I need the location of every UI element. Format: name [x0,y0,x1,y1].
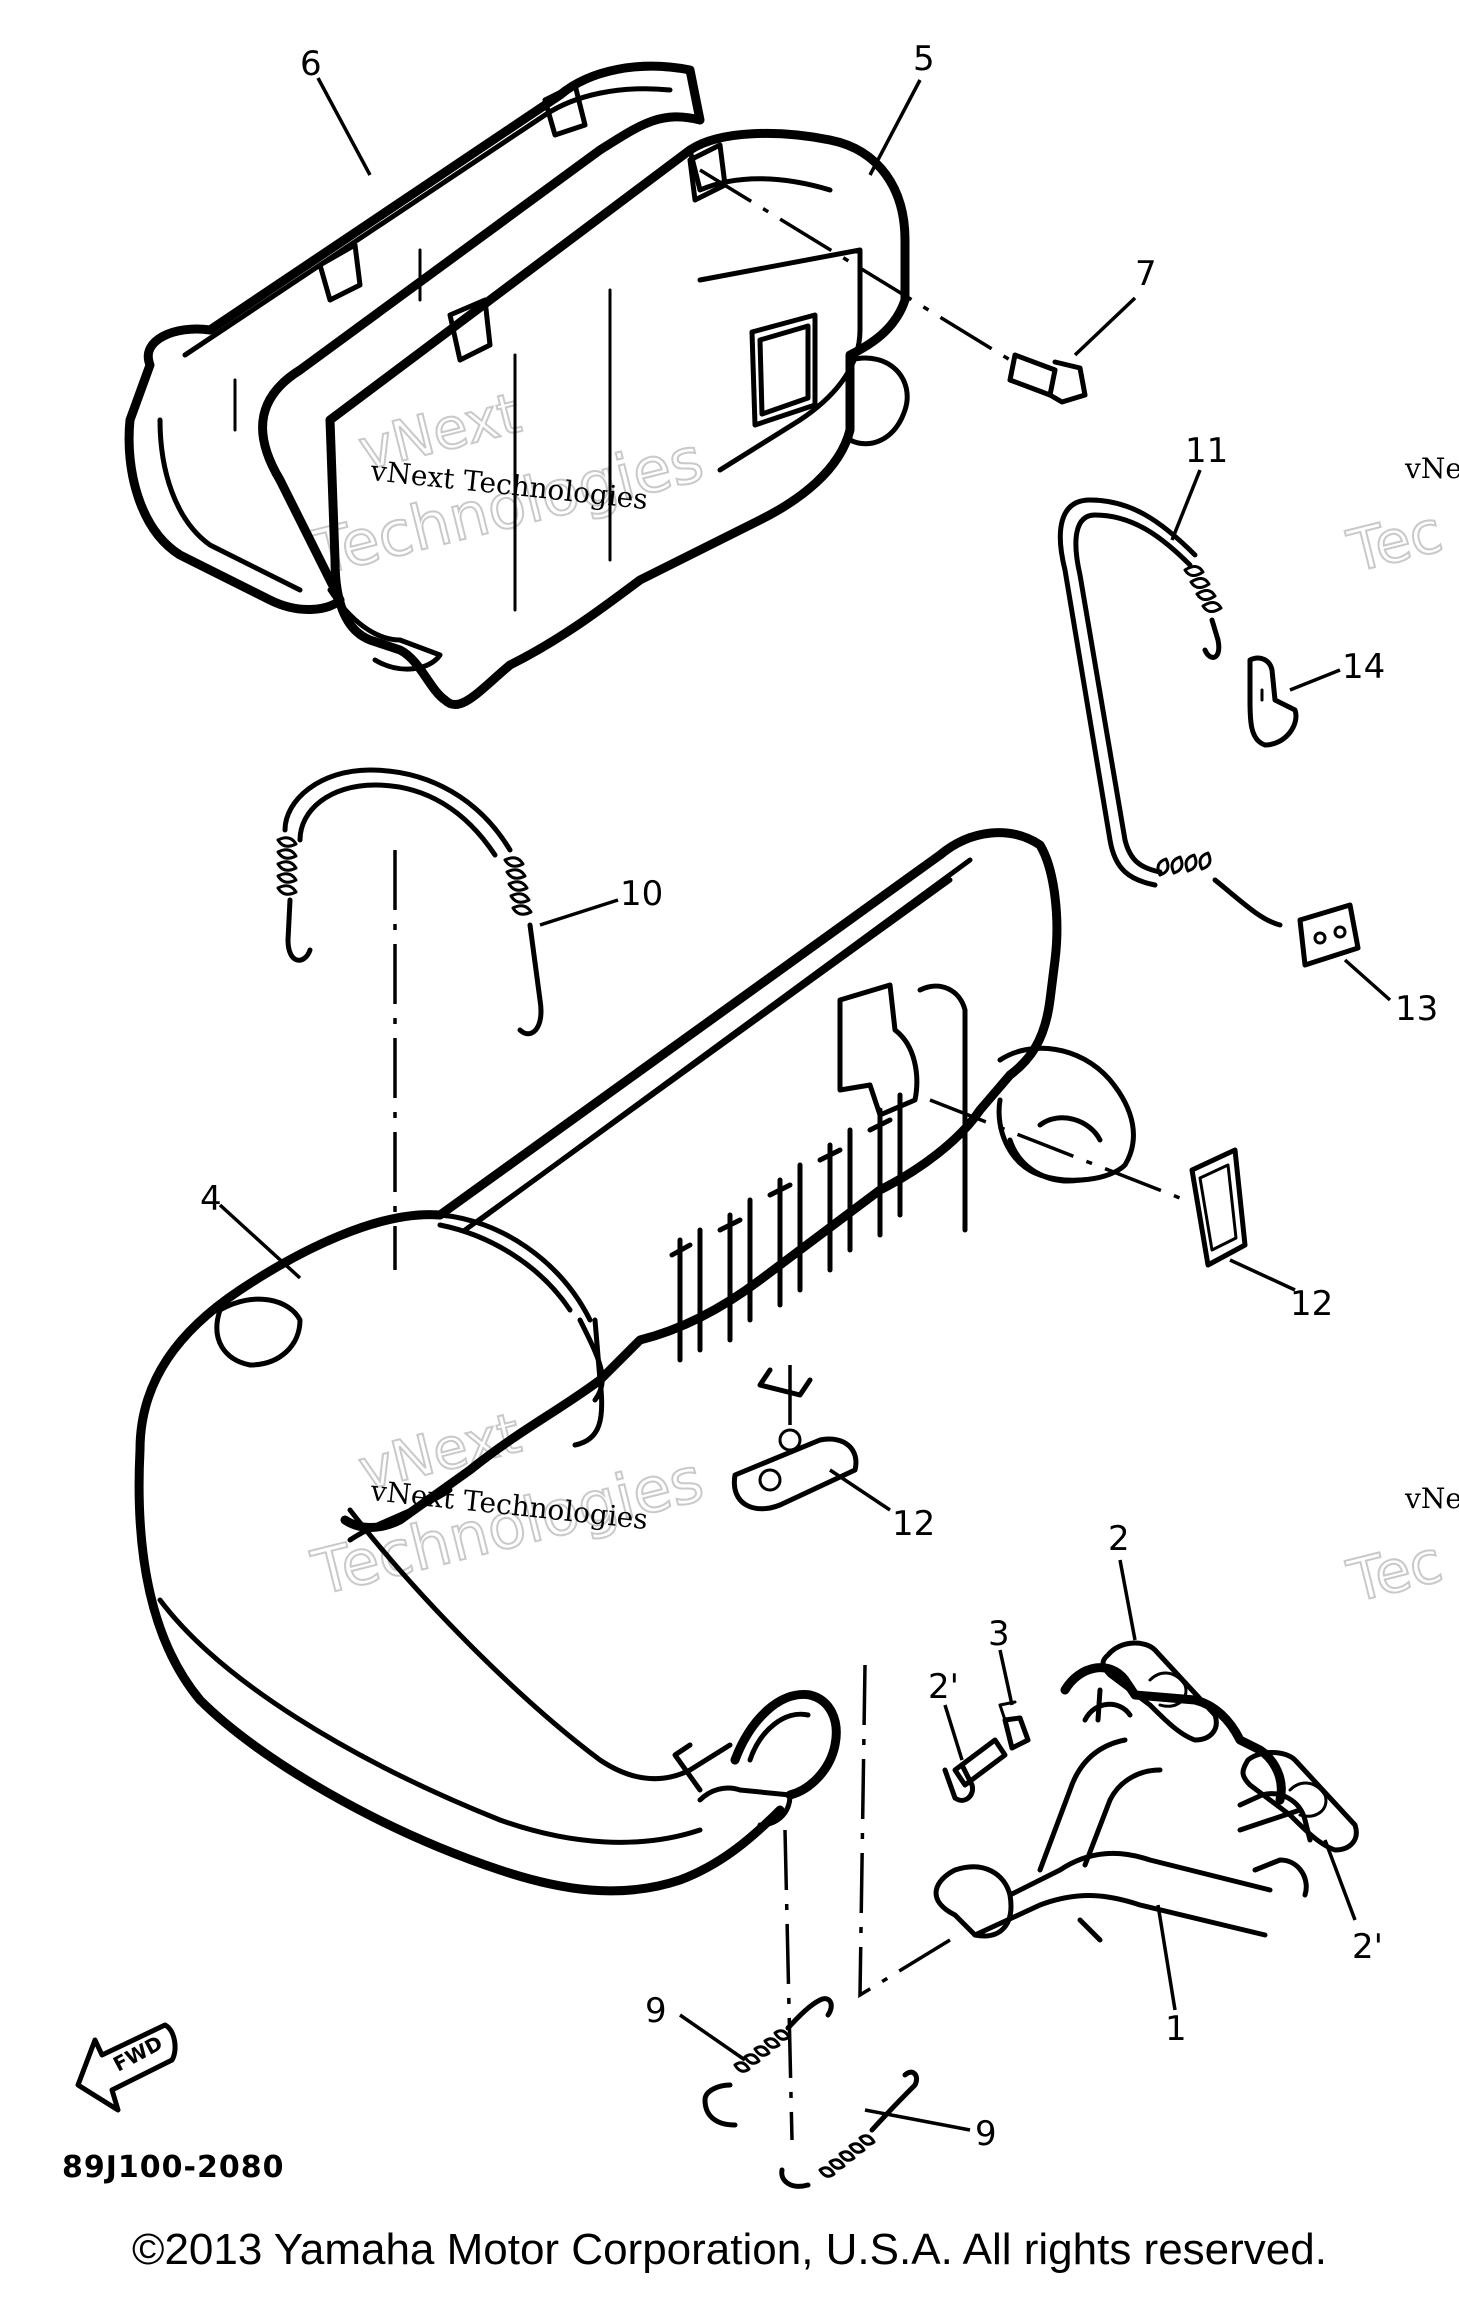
muffler-outlet-flange [672,1664,951,2141]
callout-2: 2 [1108,1519,1130,1559]
callout-9a: 9 [645,1991,667,2031]
bolt-part-3 [942,1737,1008,1803]
watermark-upper: vNext Technologies vNext Technologies vN… [304,380,1459,591]
watermark-edge-big: Tec [1341,497,1449,586]
bracket-part-14 [1247,655,1299,748]
diagram-code: 89J100-2080 [62,2150,284,2185]
callout-11: 11 [1185,431,1228,471]
callout-13: 13 [1395,989,1438,1029]
nut-part-4 [998,1700,1031,1751]
callout-14: 14 [1342,647,1385,687]
spring-part-9b [779,2069,920,2189]
gasket-part-12a [1189,1147,1248,1268]
watermark-edge-big-2: Tec [1341,1527,1449,1616]
callout-6: 5 [913,39,935,79]
callout-7: 6 [300,44,322,84]
gasket-part-2-prime [1240,1750,1359,1853]
callout-4: 3 [988,1614,1010,1654]
plate-part-12b [731,1365,859,1512]
spring-part-9a [702,1996,834,2128]
clip-part-13 [1297,902,1361,968]
callout-12a: 12 [1290,1284,1333,1324]
leader-lines [218,77,1392,2132]
callout-2-prime: 2' [1352,1927,1383,1967]
inner-shell-part [325,128,910,709]
outer-cover-part [124,61,705,672]
fwd-arrow-icon: FWD [75,2022,178,2113]
watermark-lower: vNext Technologies vNext Technologies vN… [304,1400,1459,1617]
callout-labels: 6 5 7 11 14 10 13 4 12 12 2 3 2' 2' 1 9 … [200,39,1438,2154]
muffler-part [134,828,1186,1896]
callout-10: 10 [620,874,663,914]
callout-9b: 9 [975,2114,997,2154]
spring-hanger-part [276,767,544,1270]
bolt-part [699,168,1088,405]
callout-3: 2' [928,1667,959,1707]
copyright-notice: ©2013 Yamaha Motor Corporation, U.S.A. A… [132,2225,1327,2274]
callout-1: 1 [1165,2009,1187,2049]
watermark-edge-small-2: vNe [1404,1482,1459,1515]
gasket-part-2 [1100,1640,1219,1743]
callout-5: 4 [200,1179,222,1219]
watermark-edge-small: vNe [1404,452,1459,485]
callout-8: 7 [1135,254,1157,294]
callout-12b: 12 [892,1504,935,1544]
exhaust-pipe-part [933,1663,1313,1943]
spring-rod-part [1057,497,1283,928]
